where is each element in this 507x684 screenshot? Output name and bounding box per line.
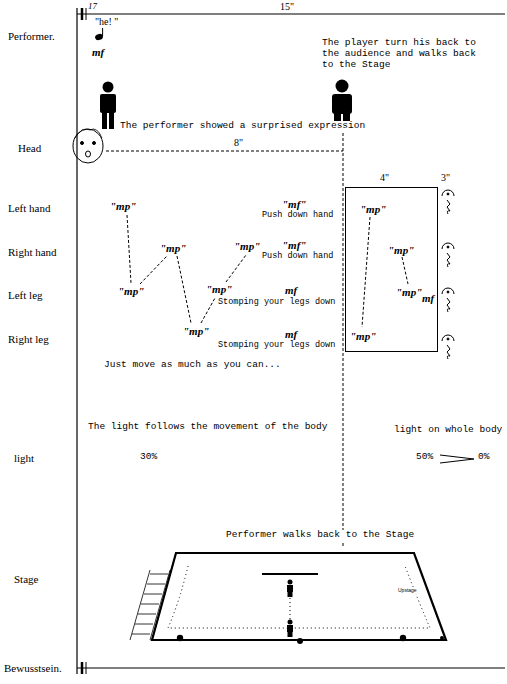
instruction: Push down hand bbox=[262, 252, 333, 262]
bar-number: 17 bbox=[88, 1, 97, 11]
dynamic: "mf" bbox=[282, 198, 306, 211]
dynamic: "mp" bbox=[118, 285, 144, 298]
dynamic: "mp" bbox=[388, 244, 414, 257]
staff-lines bbox=[77, 8, 505, 674]
stage-plan bbox=[130, 553, 446, 644]
dynamic: mf bbox=[285, 284, 297, 297]
instruction: The player turn his back to the audience… bbox=[322, 38, 492, 71]
row-name: Left leg bbox=[8, 289, 43, 302]
fermatas-rests bbox=[442, 190, 454, 359]
dynamic: "mf" bbox=[282, 239, 306, 252]
percentage: 30% bbox=[140, 452, 157, 463]
instruction: Stomping your legs down bbox=[218, 298, 335, 308]
row-name: Right leg bbox=[8, 333, 49, 346]
dynamic: mf bbox=[422, 292, 434, 305]
duration: 8" bbox=[234, 137, 243, 149]
dynamic: "mp" bbox=[396, 286, 422, 299]
row-name: Bewusstsein. bbox=[4, 662, 62, 675]
dynamic: "mp" bbox=[360, 203, 386, 216]
dynamic: mf bbox=[92, 46, 104, 59]
instruction: The performer showed a surprised express… bbox=[120, 121, 365, 132]
instruction: Performer walks back to the Stage bbox=[226, 530, 414, 541]
percentage: 0% bbox=[478, 452, 489, 463]
performer-back-figure bbox=[332, 80, 352, 128]
dynamic: "mp" bbox=[110, 200, 136, 213]
instruction: Push down hand bbox=[262, 211, 333, 221]
dynamic: "mp" bbox=[234, 240, 260, 253]
duration: 4" bbox=[380, 172, 389, 184]
row-name: Performer. bbox=[8, 30, 55, 43]
percentage: 50% bbox=[416, 452, 433, 463]
dynamic: "mp" bbox=[160, 242, 186, 255]
instruction: The light follows the movement of the bo… bbox=[88, 422, 327, 433]
dynamic: "mp" bbox=[350, 330, 376, 343]
timing-box: 4""mp""mp""mp"mf"mp" bbox=[345, 187, 438, 352]
row-name: Head bbox=[18, 142, 41, 155]
row-name: Stage bbox=[14, 573, 38, 586]
spoken-word: "he! " bbox=[95, 16, 118, 28]
duration: 3" bbox=[441, 172, 450, 184]
row-name: Left hand bbox=[8, 202, 50, 215]
dashed-leaders bbox=[106, 128, 408, 547]
performer-figure bbox=[100, 82, 116, 130]
instruction: Just move as much as you can... bbox=[104, 360, 281, 371]
duration: 15" bbox=[280, 1, 294, 13]
row-name: light bbox=[14, 452, 34, 465]
stage-mark: Upstage bbox=[398, 588, 417, 594]
instruction: Stomping your legs down bbox=[218, 341, 335, 351]
dynamic: "mp" bbox=[183, 325, 209, 338]
surprised-face bbox=[73, 129, 103, 163]
instruction: light on whole body bbox=[394, 425, 502, 436]
row-name: Right hand bbox=[8, 246, 57, 259]
decrescendo-hairpin bbox=[440, 455, 474, 463]
dynamic: mf bbox=[285, 328, 297, 341]
dynamic: "mp" bbox=[206, 283, 232, 296]
